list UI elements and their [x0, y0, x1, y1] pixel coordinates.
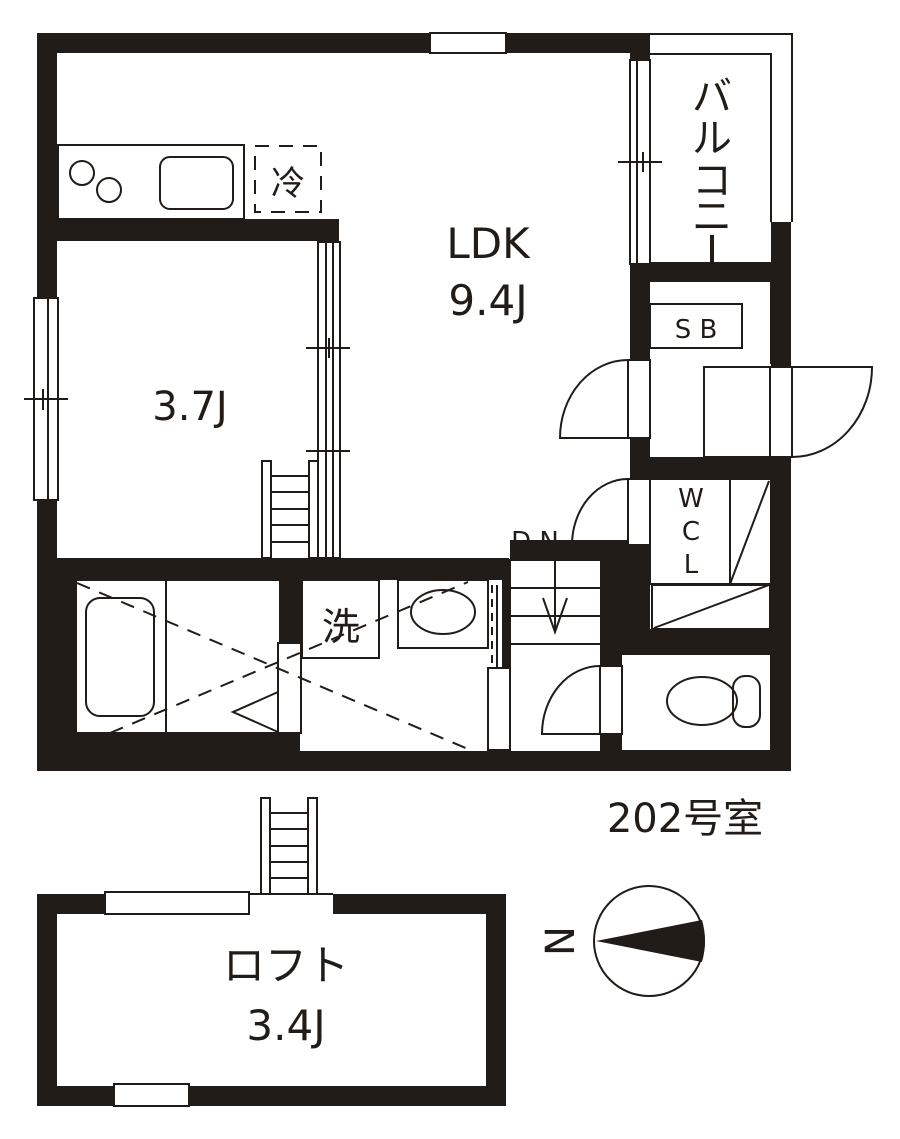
svg-text:S B: S B: [675, 315, 718, 345]
loft-name: ロフト: [223, 941, 349, 990]
svg-text:L: L: [684, 550, 699, 580]
room-size-western: 3.7J: [152, 384, 227, 430]
loft-window-bottom: [113, 1083, 190, 1107]
unit-number: 202号室: [607, 796, 763, 842]
svg-text:バ: バ: [692, 74, 732, 120]
bathroom: [57, 579, 302, 753]
entrance-area: S B: [649, 282, 874, 479]
partition-wall-bath: [57, 558, 509, 580]
kitchen-counter: [57, 144, 245, 220]
loft-size: 3.4J: [246, 1001, 325, 1050]
svg-text:ニ: ニ: [692, 194, 732, 240]
walk-in-closet: W C L: [649, 478, 772, 654]
dashed-overhead-lines: [76, 581, 476, 753]
stairs-label: D N: [511, 527, 559, 557]
balcony-label: バ ル コ ニ: [692, 74, 732, 277]
toilet-room: [620, 653, 772, 752]
ladder-loft: [260, 797, 318, 895]
loft-window-top: [104, 891, 250, 915]
svg-text:W: W: [678, 484, 704, 514]
svg-text:洗: 洗: [322, 605, 360, 649]
room-name-ldk: LDK: [446, 219, 531, 268]
svg-text:冷: 冷: [271, 164, 305, 204]
ladder-main: [261, 460, 319, 559]
door-toilet[interactable]: [540, 665, 623, 735]
svg-text:N: N: [538, 926, 584, 956]
balcony: [618, 33, 793, 282]
north-compass-icon: N: [538, 885, 705, 997]
partition-wall-kitchen: [57, 219, 339, 241]
fridge-space: 冷: [254, 145, 322, 213]
door-wcl[interactable]: [570, 478, 651, 546]
svg-text:コ: コ: [692, 158, 732, 204]
loft-walls: [37, 893, 506, 1106]
sliding-door-partition[interactable]: [306, 241, 350, 559]
washroom: 洗: [301, 579, 512, 751]
window-left: [24, 297, 68, 501]
room-size-ldk: 9.4J: [448, 276, 527, 325]
door-shoebox-hall[interactable]: [558, 359, 651, 439]
svg-text:ル: ル: [692, 116, 732, 162]
svg-text:C: C: [682, 517, 700, 547]
window-top: [429, 32, 507, 54]
